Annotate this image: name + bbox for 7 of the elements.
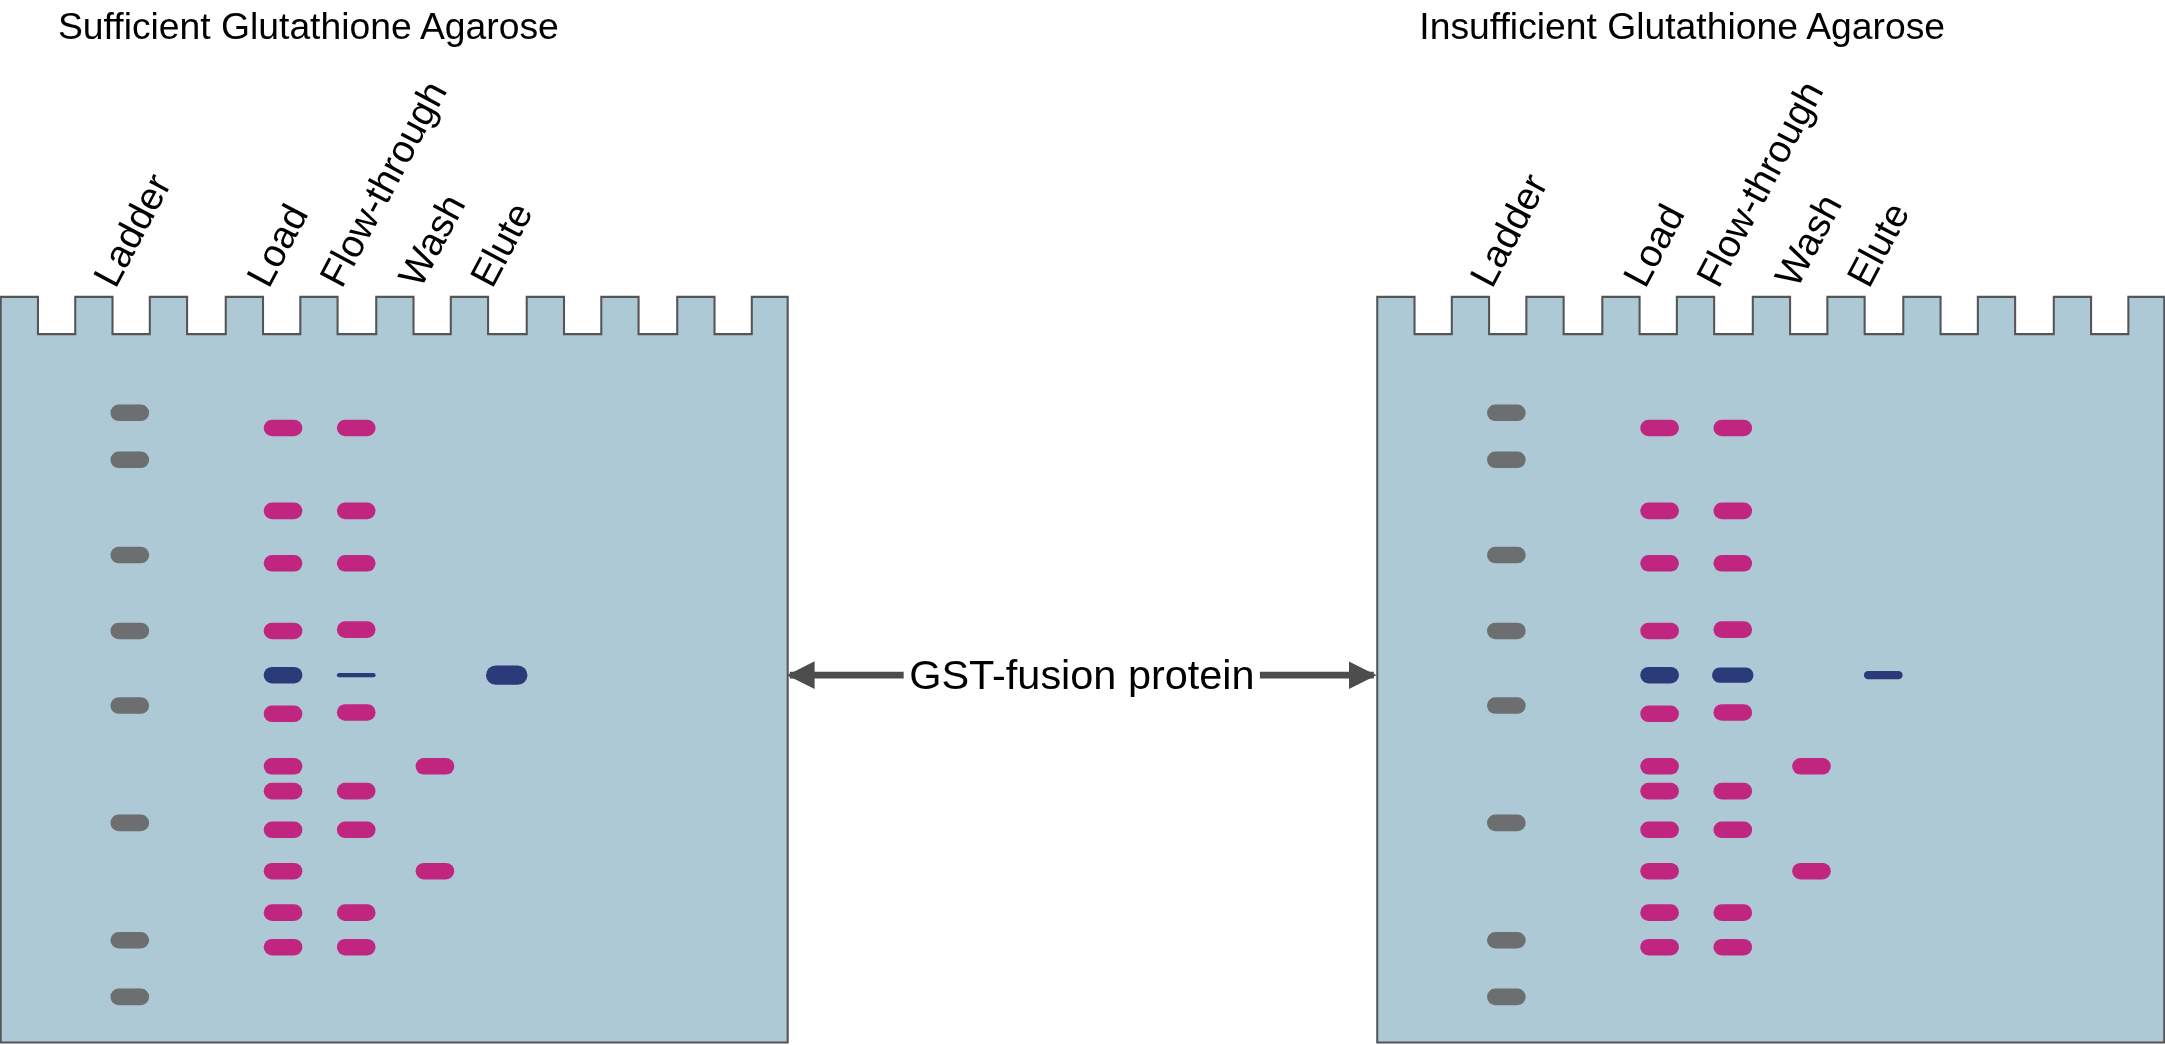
- callout-text: GST-fusion protein: [909, 654, 1255, 696]
- arrow: [1259, 661, 1377, 689]
- gel-title: Insufficient Glutathione Agarose: [1419, 5, 1946, 49]
- lane-label: Elute: [464, 196, 540, 293]
- lane-label: Load: [1617, 198, 1692, 293]
- lane-label: Load: [240, 198, 316, 293]
- gel-title: Sufficient Glutathione Agarose: [58, 5, 559, 49]
